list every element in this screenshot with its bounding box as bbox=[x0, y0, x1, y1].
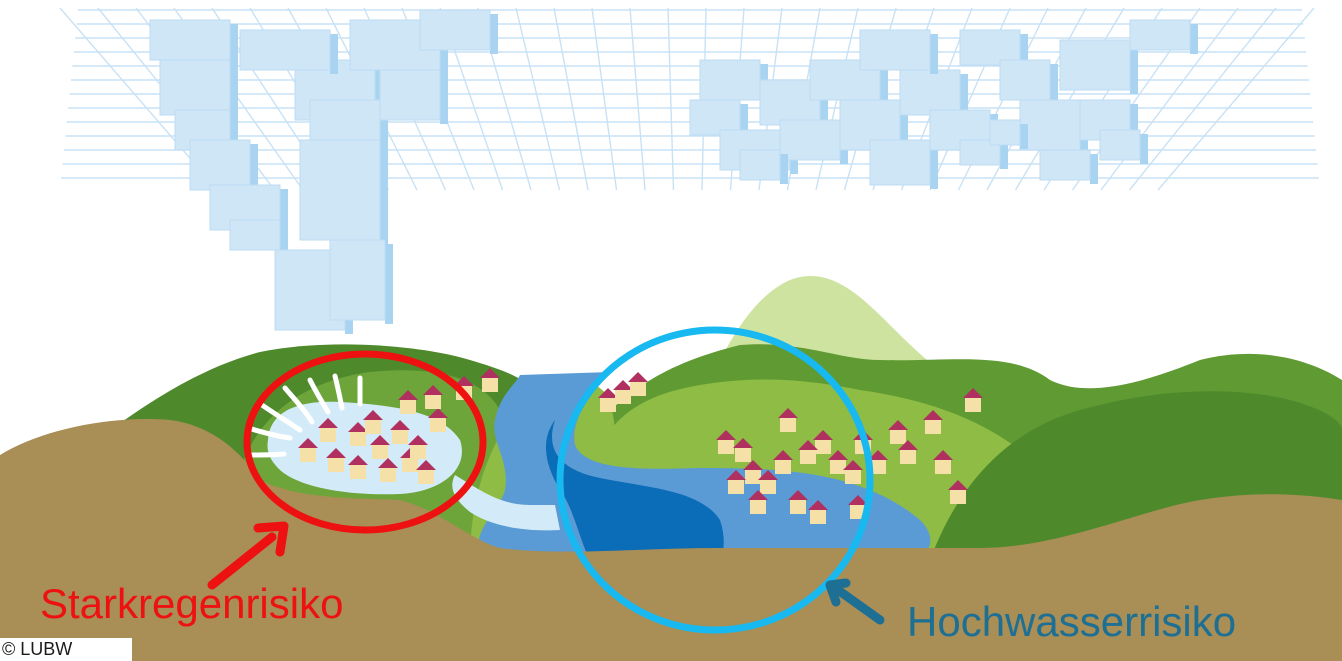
copyright-notice: © LUBW bbox=[0, 638, 132, 661]
rain-cloud-grid bbox=[60, 8, 1319, 334]
hochwasser-label: Hochwasserrisiko bbox=[907, 598, 1236, 645]
starkregen-label: Starkregenrisiko bbox=[40, 580, 343, 627]
